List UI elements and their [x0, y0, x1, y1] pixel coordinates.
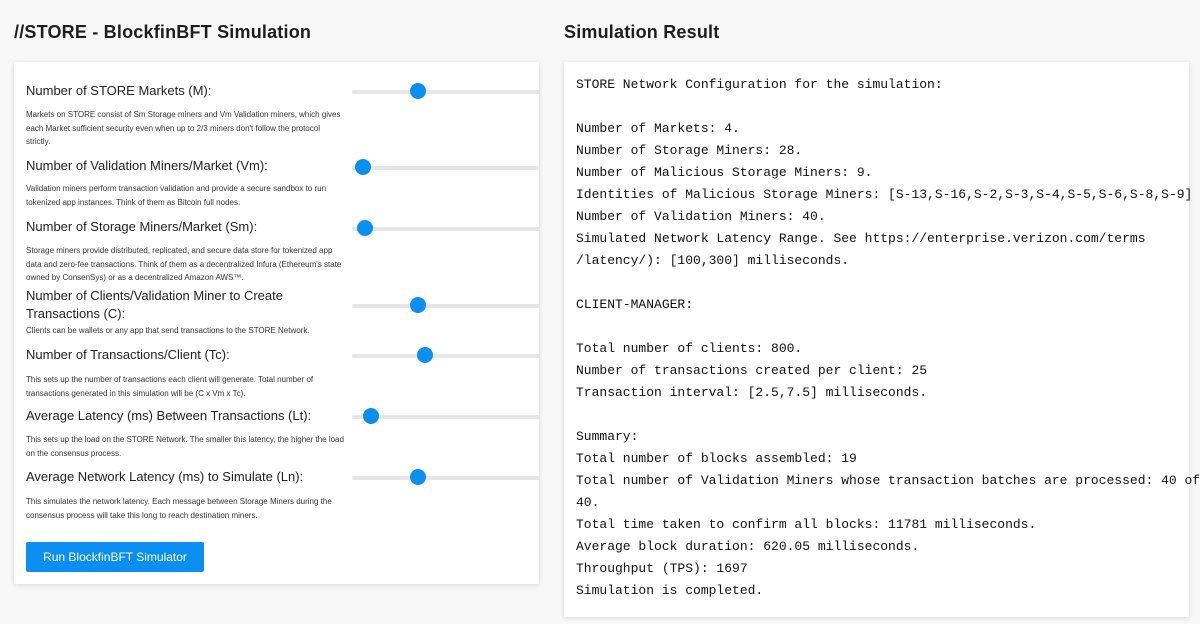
validation-miners-slider[interactable]	[352, 159, 540, 175]
param-description: This simulates the network latency. Each…	[26, 497, 332, 520]
result-line: Total number of blocks assembled: 19	[576, 451, 857, 466]
result-line: /latency/): [100,300] milliseconds.	[576, 253, 850, 268]
slider-thumb[interactable]	[409, 83, 426, 99]
result-line: Throughput (TPS): 1697	[576, 561, 748, 576]
param-label: Number of Transactions/Client (Tc):	[26, 347, 230, 362]
network-latency-slider[interactable]	[352, 469, 540, 485]
result-line: Total number of Validation Miners whose …	[576, 473, 1200, 488]
slider-track	[352, 90, 540, 94]
param-description: This sets up the number of transactions …	[26, 375, 314, 398]
result-line: Identities of Malicious Storage Miners: …	[576, 187, 1193, 202]
result-line: Total time taken to confirm all blocks: …	[576, 517, 1037, 532]
parameters-panel: Number of STORE Markets (M): Markets on …	[14, 62, 540, 584]
result-line: Average block duration: 620.05 milliseco…	[576, 539, 920, 554]
result-line	[576, 404, 1177, 426]
result-line: Transaction interval: [2.5,7.5] millisec…	[576, 385, 928, 400]
slider-track	[352, 227, 540, 231]
slider-track	[352, 304, 540, 308]
param-description: Markets on STORE consist of Sm Storage m…	[26, 110, 341, 146]
result-line	[576, 272, 1177, 294]
markets-slider[interactable]	[352, 83, 540, 99]
result-line: STORE Network Configuration for the simu…	[576, 77, 943, 92]
result-panel: STORE Network Configuration for the simu…	[564, 62, 1200, 617]
slider-thumb[interactable]	[417, 347, 434, 363]
result-line: Number of Markets: 4.	[576, 121, 740, 136]
result-line: Number of Malicious Storage Miners: 9.	[576, 165, 873, 180]
slider-thumb[interactable]	[409, 469, 426, 485]
storage-miners-slider[interactable]	[352, 220, 540, 236]
param-description: Storage miners provide distributed, repl…	[26, 246, 342, 282]
slider-track	[352, 476, 540, 480]
result-line: CLIENT-MANAGER:	[576, 297, 694, 312]
slider-track	[352, 415, 540, 419]
param-label: Average Latency (ms) Between Transaction…	[26, 408, 312, 423]
slider-thumb[interactable]	[409, 297, 426, 313]
slider-thumb[interactable]	[357, 220, 374, 236]
param-description: Clients can be wallets or any app that s…	[26, 326, 310, 335]
param-description: This sets up the load on the STORE Netwo…	[26, 435, 344, 458]
clients-slider[interactable]	[352, 297, 540, 313]
result-line: 40.	[576, 495, 600, 510]
param-label: Average Network Latency (ms) to Simulate…	[26, 469, 304, 484]
result-line: Total number of clients: 800.	[576, 341, 803, 356]
param-description: Validation miners perform transaction va…	[26, 184, 327, 207]
result-line: Simulated Network Latency Range. See htt…	[576, 231, 1146, 246]
transaction-latency-slider[interactable]	[352, 408, 540, 424]
slider-track	[352, 166, 540, 170]
result-line	[576, 96, 1177, 118]
slider-thumb[interactable]	[355, 159, 372, 175]
result-line: Summary:	[576, 429, 639, 444]
result-line: Number of Validation Miners: 40.	[576, 209, 826, 224]
result-line: Number of Storage Miners: 28.	[576, 143, 803, 158]
param-label: Number of Validation Miners/Market (Vm):	[26, 158, 268, 173]
param-label: Number of Clients/Validation Miner to Cr…	[26, 288, 283, 321]
result-output: STORE Network Configuration for the simu…	[576, 74, 1200, 602]
result-line: Number of transactions created per clien…	[576, 363, 928, 378]
result-title: Simulation Result	[564, 22, 720, 42]
param-label: Number of Storage Miners/Market (Sm):	[26, 219, 258, 234]
param-label: Number of STORE Markets (M):	[26, 83, 212, 98]
run-simulator-button[interactable]: Run BlockfinBFT Simulator	[26, 542, 204, 572]
page-title: //STORE - BlockfinBFT Simulation	[14, 22, 312, 42]
slider-thumb[interactable]	[362, 408, 379, 424]
result-line	[576, 316, 1177, 338]
transactions-slider[interactable]	[352, 347, 540, 363]
slider-track	[352, 354, 540, 358]
result-line: Simulation is completed.	[576, 583, 764, 598]
